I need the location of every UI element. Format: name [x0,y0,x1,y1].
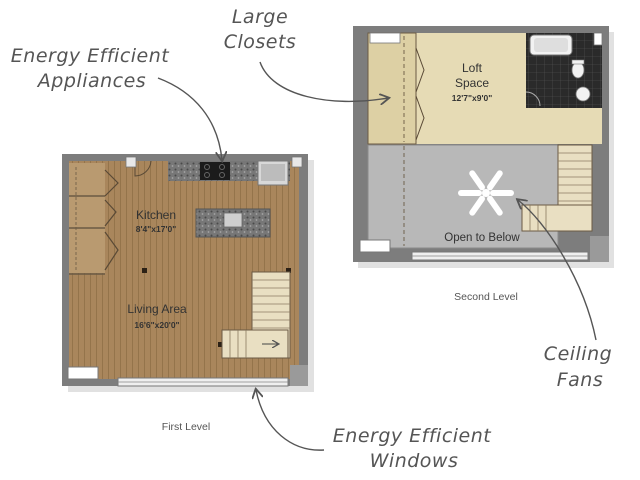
kitchen-dimensions: 8'4"x17'0" [136,224,176,234]
open-to-below-label: Open to Below [444,232,520,244]
callout-appliances-line1: Energy Efficient [11,45,171,67]
callout-closets-arrow [259,61,388,101]
callout-fans-line2: Fans [557,369,604,391]
callout-windows-line1: Energy Efficient [333,425,493,447]
loft-space-label-line2: Space [455,76,489,90]
second-level-caption: Second Level [454,291,518,303]
callout-closets-line2: Closets [224,31,297,53]
callout-closets-line1: Large [232,6,288,28]
callout-appliances-line2: Appliances [36,70,146,92]
callout-windows-line2: Windows [370,450,459,472]
first-level-caption: First Level [162,421,210,433]
callout-appliances: Energy Efficient Appliances [11,45,222,160]
callout-fans-arrow [518,200,597,341]
bathroom-sink [575,86,591,102]
island-sink [223,212,243,228]
callout-appliances-arrow [157,77,222,160]
stove [200,162,230,180]
second-level-plan: Loft Space 12'7"x9'0" Open to Below [353,26,614,268]
kitchen-label: Kitchen [136,208,176,222]
loft-space-label-line1: Loft [462,61,483,75]
callout-fans-line1: Ceiling [544,343,612,365]
callout-windows-arrow [256,390,325,451]
toilet [571,61,585,79]
callout-closets: Large Closets [224,6,388,101]
loft-space-dimensions: 12'7"x9'0" [452,93,492,103]
first-level-plan: Kitchen 8'4"x17'0" Living Area 16'6"x20'… [62,154,314,392]
callout-windows: Energy Efficient Windows [256,390,492,472]
callout-fans: Ceiling Fans [518,200,612,391]
living-area-dimensions: 16'6"x20'0" [134,320,179,330]
living-area-label: Living Area [127,302,187,316]
large-closet [367,32,417,145]
ceiling-fan [458,170,514,216]
